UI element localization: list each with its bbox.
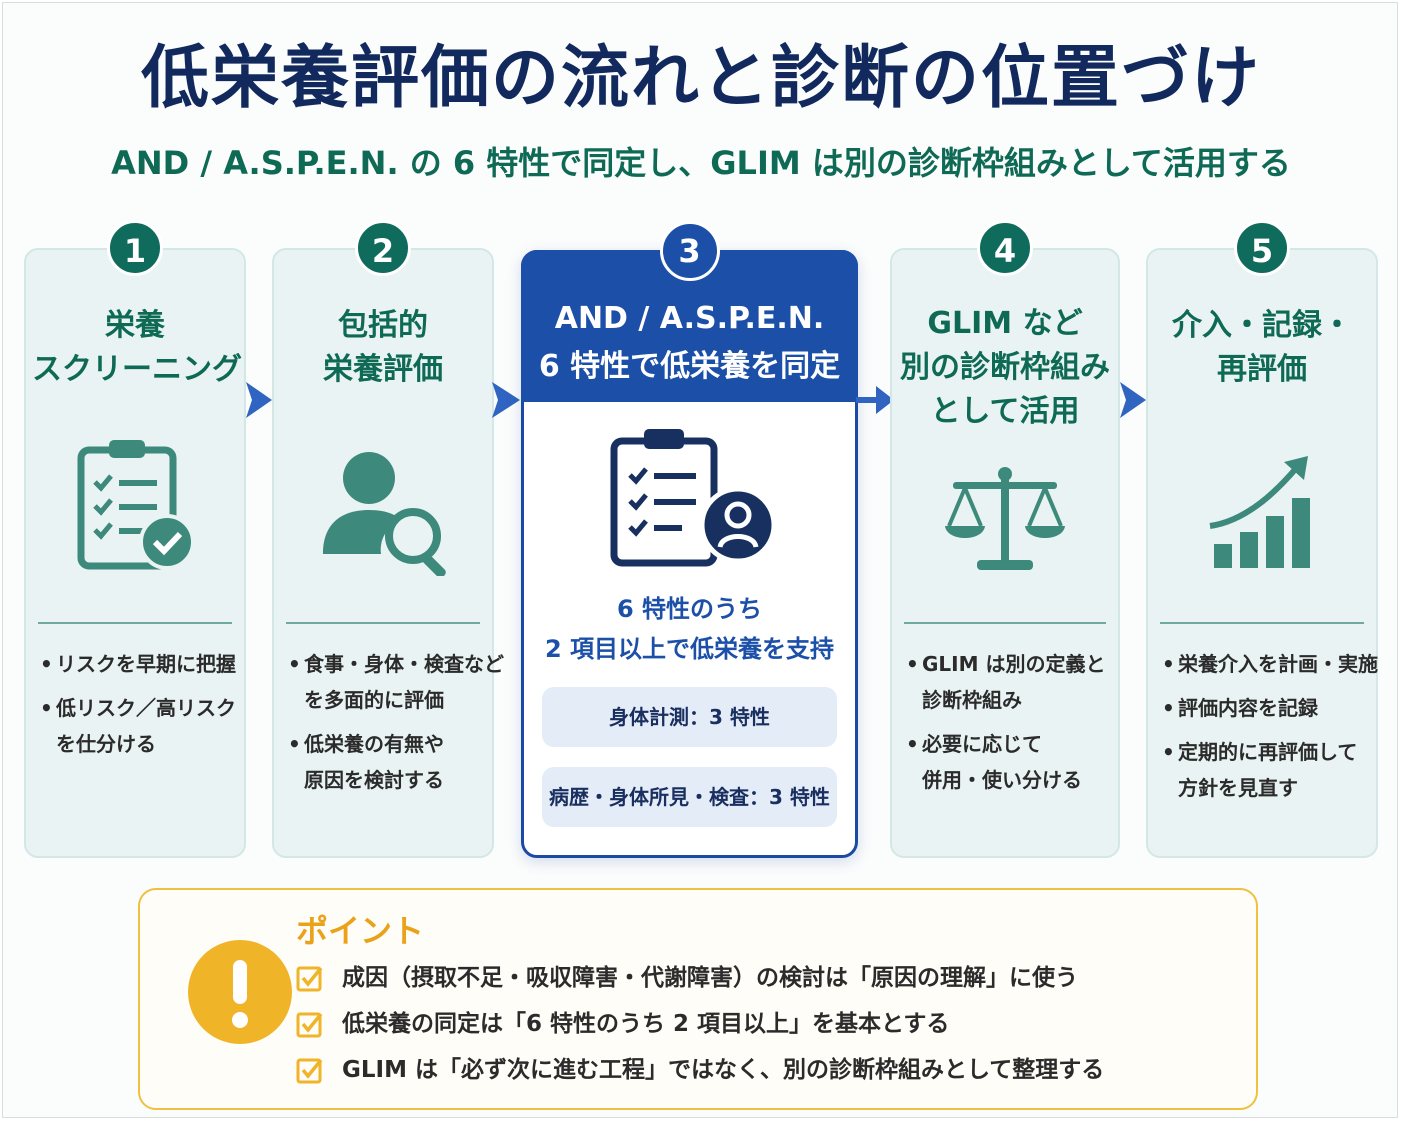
step-2-divider [286, 622, 480, 624]
step-4-card: 4 GLIM など 別の診断枠組み として活用 GLIM は別の定義と診断枠組み… [890, 220, 1120, 858]
point-item-text: 成因（摂取不足・吸収障害・代謝障害）の検討は「原因の理解」に使う [342, 965, 1078, 991]
step-2-number: 2 [355, 220, 411, 276]
list-item: リスクを早期に把握 [38, 646, 240, 682]
step-2-title-line: 栄養評価 [323, 352, 443, 387]
step-4-title-line: 別の診断枠組み [900, 350, 1110, 385]
page-title: 低栄養評価の流れと診断の位置づけ [140, 39, 1261, 118]
point-title: ポイント [296, 912, 425, 950]
step-arrow-icon [492, 382, 520, 418]
step-5-divider [1160, 622, 1364, 624]
step-3-summary-line: 6 特性のうち [616, 595, 763, 623]
step-5-title-line: 再評価 [1217, 352, 1307, 387]
step-3-summary-line: 2 項目以上で低栄養を支持 [544, 635, 835, 663]
step-arrow-icon [1120, 382, 1146, 418]
step-3-title-line: AND / A.S.P.E.N. [554, 301, 825, 336]
clipboard-check-icon [77, 440, 195, 570]
step-4-title-line: として活用 [930, 394, 1080, 429]
step-2-title-line: 包括的 [338, 308, 428, 343]
point-item-text: GLIM は「必ず次に進む工程」ではなく、別の診断枠組みとして整理する [342, 1057, 1105, 1083]
step-5-number: 5 [1234, 220, 1290, 276]
step-4-title-line: GLIM など [927, 306, 1083, 341]
clipboard-person-icon [610, 429, 777, 567]
point-item-text: 低栄養の同定は「6 特性のうち 2 項目以上」を基本とする [342, 1011, 950, 1037]
step-2-title: 包括的 栄養評価 [280, 304, 486, 392]
step-arrow-icon [856, 386, 894, 414]
point-box: ポイント 成因（摂取不足・吸収障害・代謝障害）の検討は「原因の理解」に使う 低栄… [138, 888, 1258, 1110]
step-3-card: 3 AND / A.S.P.E.N. 6 特性で低栄養を同定 6 特性のうち 2… [521, 221, 858, 858]
checkbox-icon [296, 1012, 323, 1038]
step-3-number: 3 [659, 221, 720, 281]
step-1-title-line: 栄養 [105, 308, 165, 343]
step-4-number: 4 [977, 220, 1033, 276]
person-search-icon [323, 452, 446, 576]
step-1-title-line: スクリーニング [32, 352, 242, 387]
growth-chart-icon [1209, 456, 1310, 568]
step-arrow-icon [246, 382, 272, 418]
step-3-title-line: 6 特性で低栄養を同定 [538, 349, 841, 384]
step-5-card: 5 介入・記録・ 再評価 栄養介入を計画・実施 評価内容を記録 定期的に再評価し… [1146, 220, 1378, 858]
checkbox-icon [296, 1058, 323, 1084]
step-3-pill-history-exam: 病歴・身体所見・検査：3 特性 [542, 767, 837, 827]
list-item: 栄養介入を計画・実施 [1160, 646, 1378, 682]
step-1-divider [38, 622, 232, 624]
step-3-title: AND / A.S.P.E.N. 6 特性で低栄養を同定 [524, 295, 855, 391]
page-subtitle: AND / A.S.P.E.N. の 6 特性で同定し、GLIM は別の診断枠組… [111, 144, 1291, 182]
step-4-title: GLIM など 別の診断枠組み として活用 [898, 302, 1112, 434]
step-5-title-line: 介入・記録・ [1172, 308, 1352, 343]
step-1-title: 栄養 スクリーニング [32, 304, 242, 392]
step-5-title: 介入・記録・ 再評価 [1154, 304, 1370, 392]
scales-icon [945, 467, 1065, 570]
step-1-number: 1 [107, 220, 163, 276]
checkbox-icon [296, 966, 323, 992]
step-3-pill-anthropometry: 身体計測：3 特性 [542, 687, 837, 747]
step-4-divider [904, 622, 1106, 624]
step-3-summary: 6 特性のうち 2 項目以上で低栄養を支持 [524, 589, 855, 669]
exclamation-icon [188, 940, 292, 1044]
list-item: 評価内容を記録 [1160, 690, 1372, 726]
